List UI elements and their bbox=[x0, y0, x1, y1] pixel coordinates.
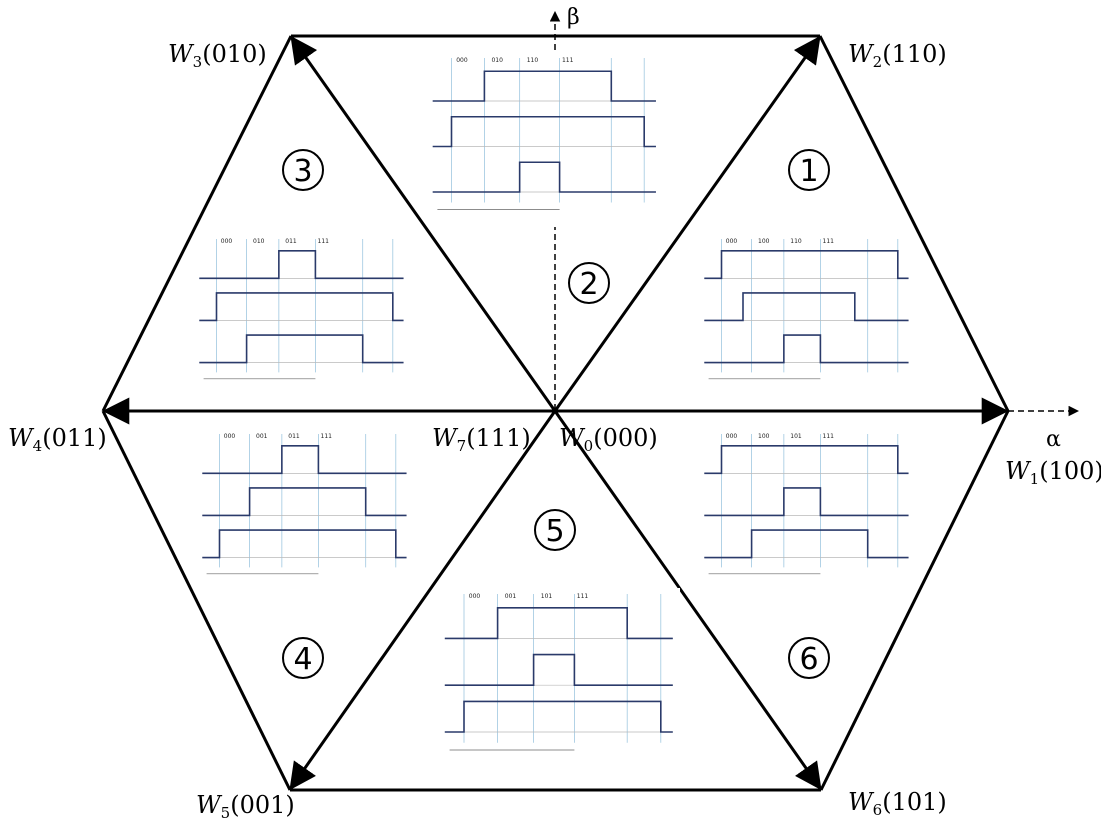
state-code-label: 111 bbox=[321, 433, 333, 440]
switching-pulse bbox=[444, 606, 673, 640]
switching-pulse bbox=[432, 115, 656, 148]
svg-text:1: 1 bbox=[799, 154, 818, 189]
vector-label-w0: W0(000) bbox=[559, 424, 658, 455]
sector-1-switching-waveform: 000 100 110 111 bbox=[700, 233, 915, 395]
sector-2-switching-waveform: 000 010 110 111 bbox=[428, 52, 663, 227]
switching-pulse bbox=[202, 487, 407, 517]
sector-3-marker: 3 bbox=[282, 149, 324, 191]
state-code-label: 010 bbox=[253, 238, 265, 245]
state-code-label: 000 bbox=[221, 238, 233, 245]
state-code-label: 111 bbox=[318, 238, 330, 245]
vector-w2-arrow bbox=[553, 35, 821, 412]
switching-pulse bbox=[199, 334, 404, 364]
state-code-label: 100 bbox=[758, 238, 770, 245]
state-code-label: 000 bbox=[469, 593, 481, 600]
switching-pulse bbox=[199, 292, 404, 322]
sector-5-marker: 5 bbox=[534, 509, 576, 551]
sector-3-switching-waveform: 000 010 011 111 bbox=[195, 233, 410, 395]
state-code-label: 001 bbox=[505, 593, 517, 600]
state-code-label: 111 bbox=[823, 238, 835, 245]
sector-5-switching-waveform: 000 001 101 111 bbox=[440, 588, 680, 768]
state-code-label: 100 bbox=[758, 433, 770, 440]
state-code-label: 001 bbox=[256, 433, 268, 440]
switching-pulse bbox=[199, 250, 404, 280]
switching-pulse bbox=[432, 70, 656, 102]
vector-w5-arrow bbox=[289, 410, 557, 791]
state-code-label: 101 bbox=[541, 593, 553, 600]
svg-text:3: 3 bbox=[293, 154, 312, 189]
switching-pulse bbox=[704, 250, 909, 280]
sector-1-marker: 1 bbox=[788, 149, 830, 191]
switching-pulse bbox=[704, 529, 909, 559]
vector-label-w4: W4(011) bbox=[8, 424, 107, 455]
vector-w3-arrow bbox=[290, 35, 557, 412]
vector-label-w2: W2(110) bbox=[848, 40, 947, 71]
state-code-label: 000 bbox=[726, 433, 738, 440]
hexagon-outline bbox=[101, 34, 1010, 792]
vector-label-w6: W6(101) bbox=[848, 788, 947, 819]
vector-label-w7: W7(111) bbox=[432, 424, 531, 455]
switching-pulse bbox=[704, 487, 909, 517]
svg-text:4: 4 bbox=[293, 642, 312, 677]
switching-pulse bbox=[202, 445, 407, 475]
vector-label-w1: W1(100) bbox=[1005, 457, 1101, 488]
state-code-label: 110 bbox=[790, 238, 802, 245]
state-code-label: 011 bbox=[288, 433, 300, 440]
sector-6-marker: 6 bbox=[788, 637, 830, 679]
switching-pulse bbox=[202, 529, 407, 559]
switching-pulse bbox=[704, 445, 909, 475]
vector-arrows bbox=[102, 35, 1009, 791]
state-code-label: 000 bbox=[726, 238, 738, 245]
svg-text:2: 2 bbox=[579, 267, 598, 302]
state-code-label: 111 bbox=[823, 433, 835, 440]
state-code-label: 011 bbox=[285, 238, 297, 245]
sector-4-switching-waveform: 000 001 011 111 bbox=[198, 428, 413, 590]
alpha-axis-label: α bbox=[1046, 427, 1061, 452]
vector-label-w5: W5(001) bbox=[196, 791, 295, 822]
switching-pulse bbox=[444, 700, 673, 733]
beta-axis-label: β bbox=[567, 5, 580, 30]
svg-text:6: 6 bbox=[799, 642, 818, 677]
vector-label-w3: W3(010) bbox=[168, 40, 267, 71]
svg-text:5: 5 bbox=[545, 514, 564, 549]
state-code-label: 111 bbox=[577, 593, 589, 600]
sector-6-switching-waveform: 000 100 101 111 bbox=[700, 428, 915, 590]
state-code-label: 000 bbox=[224, 433, 236, 440]
vector-w6-arrow bbox=[553, 410, 822, 791]
switching-pulse bbox=[444, 653, 673, 687]
state-code-label: 111 bbox=[562, 57, 574, 64]
state-code-label: 101 bbox=[790, 433, 802, 440]
state-code-label: 110 bbox=[527, 57, 539, 64]
sector-2-marker: 2 bbox=[568, 262, 610, 304]
state-code-label: 010 bbox=[491, 57, 503, 64]
switching-pulse bbox=[704, 292, 909, 322]
state-code-label: 000 bbox=[456, 57, 468, 64]
sector-4-marker: 4 bbox=[282, 637, 324, 679]
switching-pulse bbox=[704, 334, 909, 364]
switching-pulse bbox=[432, 161, 656, 193]
